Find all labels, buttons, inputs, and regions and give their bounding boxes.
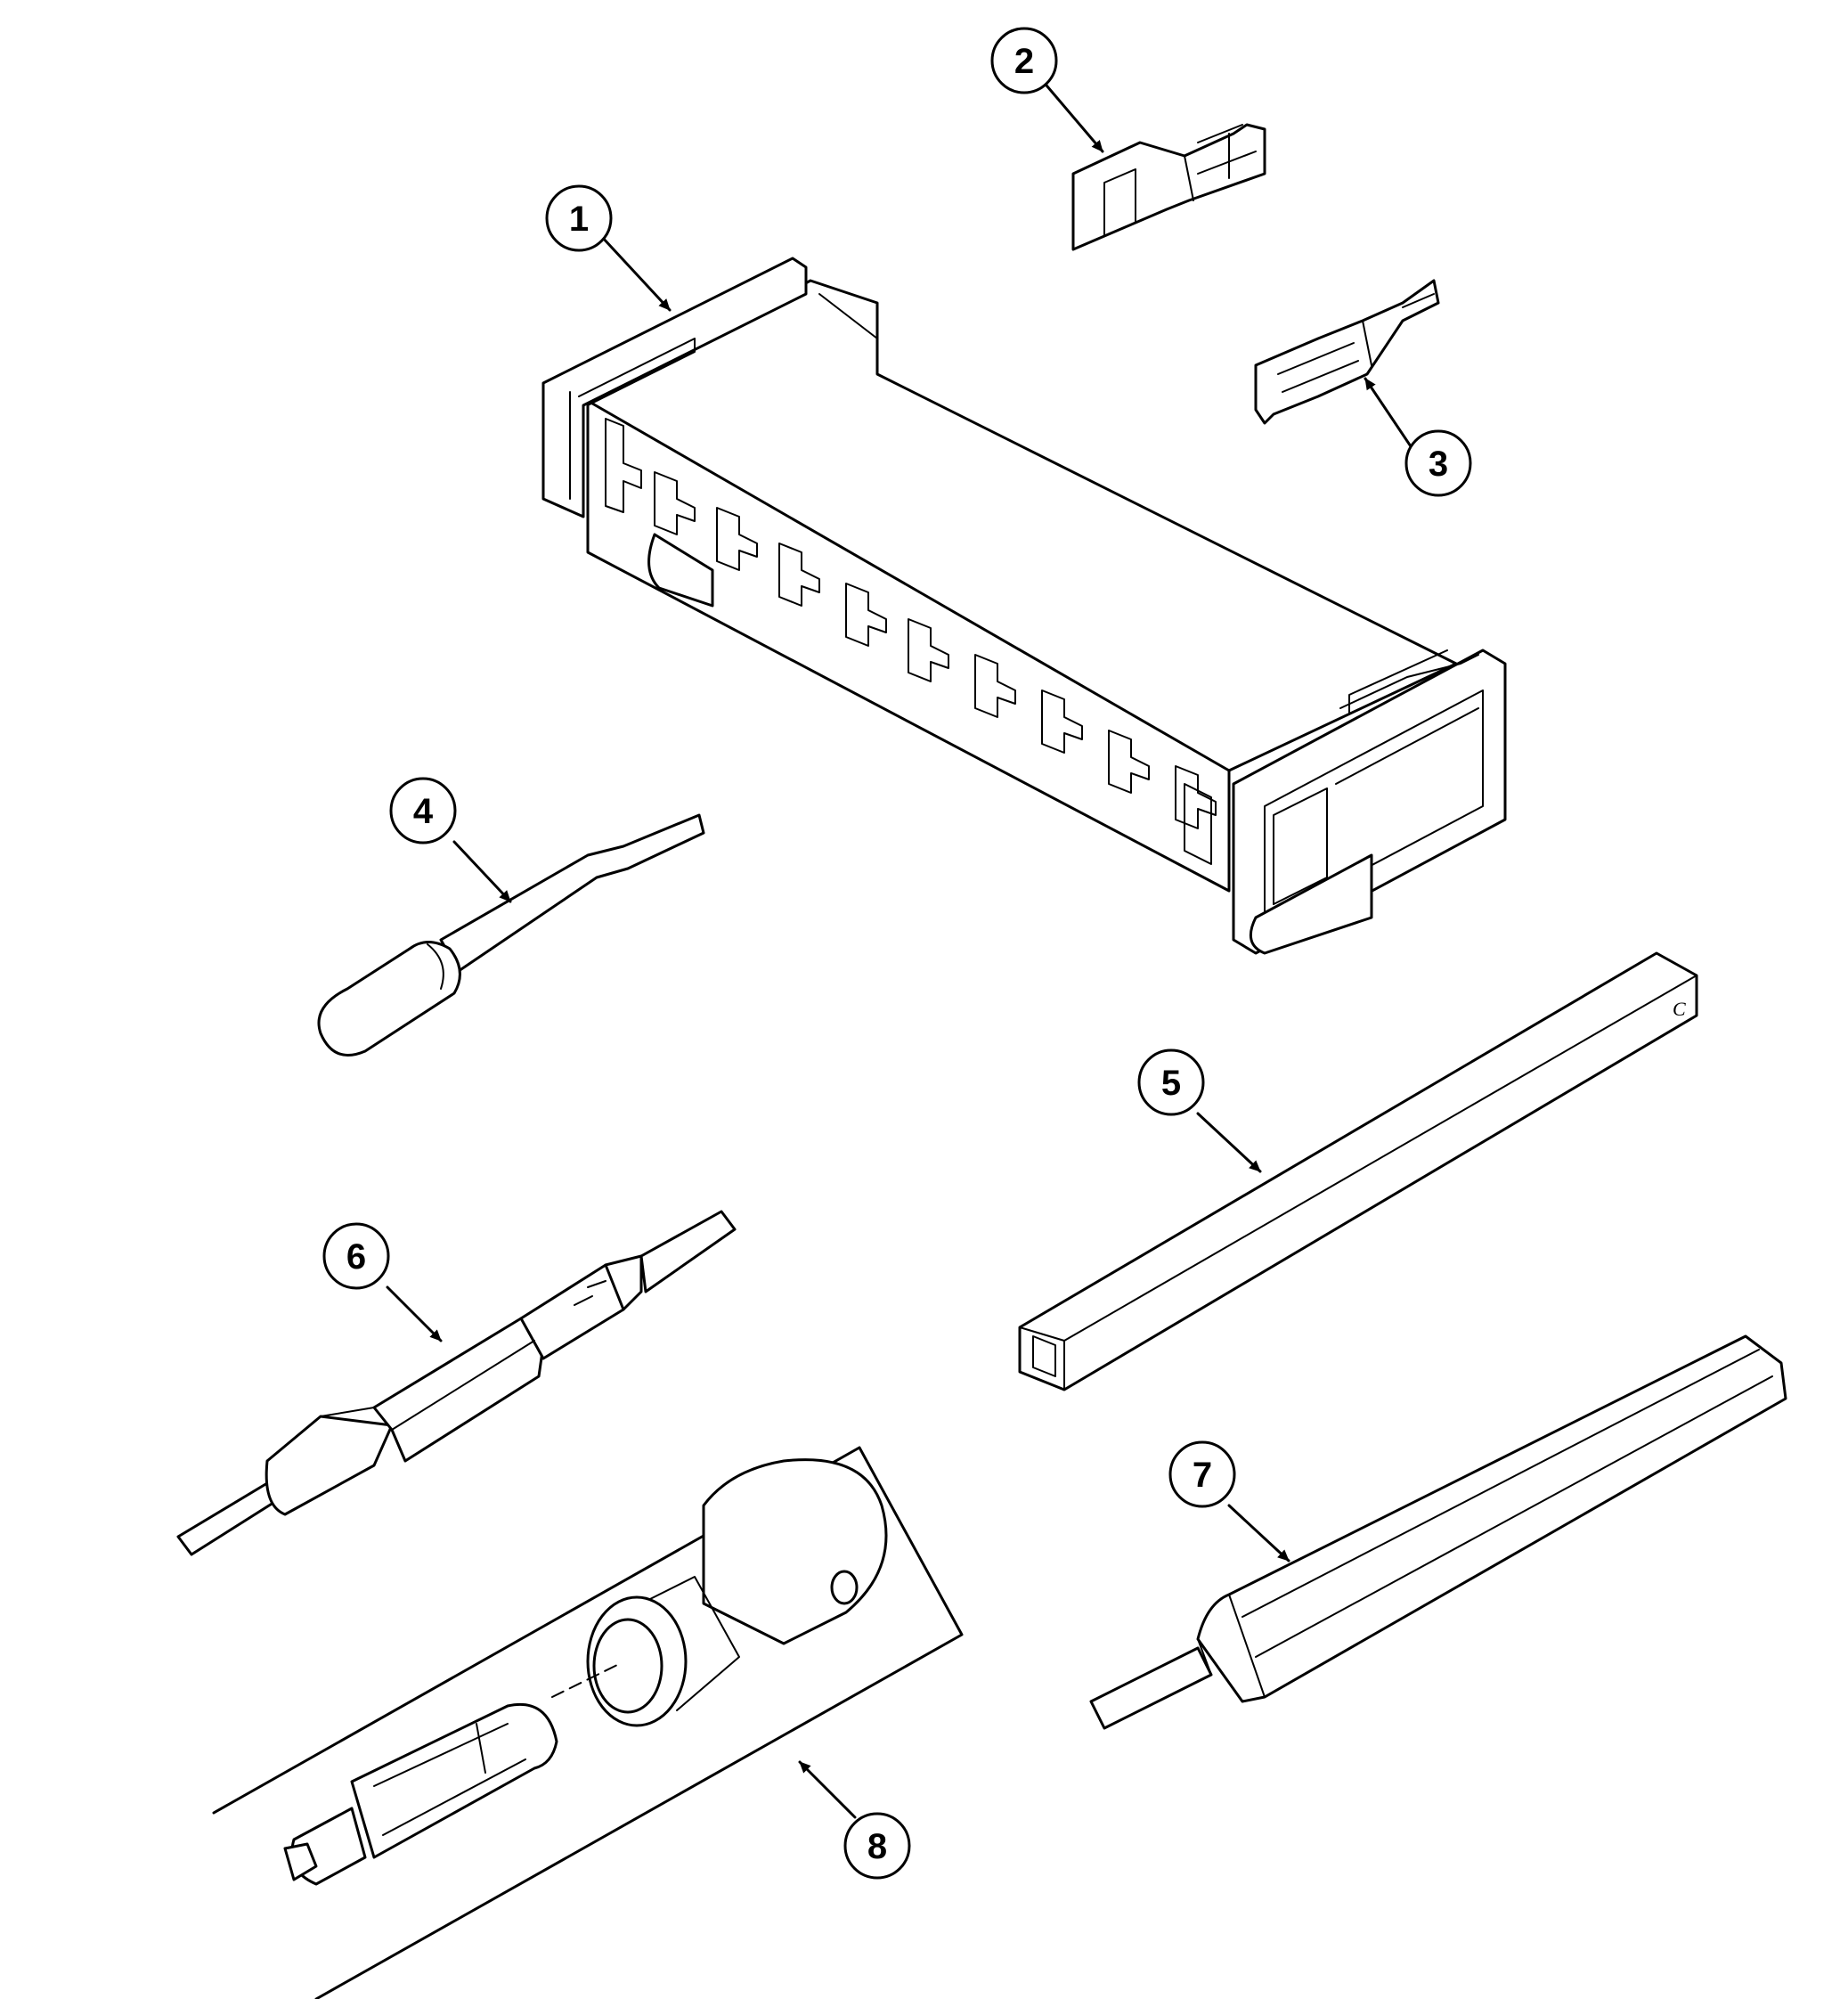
rod-end-letter: C <box>1673 998 1686 1020</box>
callout-3: 3 <box>1404 429 1472 497</box>
callout-2-label: 2 <box>1014 42 1034 81</box>
callout-6-label: 6 <box>346 1237 366 1277</box>
callout-leaders <box>386 78 1418 1819</box>
part-7-hex-tool <box>1089 1334 1787 1730</box>
callout-4-label: 4 <box>413 792 434 831</box>
callout-5-label: 5 <box>1161 1064 1181 1103</box>
callout-4: 4 <box>389 777 457 844</box>
callout-7: 7 <box>1168 1440 1236 1508</box>
callout-8-label: 8 <box>867 1827 887 1866</box>
part-5-square-rod: C <box>1018 951 1698 1391</box>
callout-3-label: 3 <box>1429 445 1448 484</box>
part-4-probe-tool <box>317 813 705 1057</box>
callout-6: 6 <box>322 1222 390 1290</box>
callout-1: 1 <box>545 184 613 252</box>
part-3-small-terminal <box>1254 279 1440 425</box>
part-8-bit-adapter-kit <box>212 1446 964 1999</box>
callout-2: 2 <box>990 27 1058 94</box>
callout-7-label: 7 <box>1193 1456 1212 1495</box>
callout-1-label: 1 <box>569 200 589 239</box>
part-1-connector-housing <box>541 257 1507 955</box>
pin-cavities <box>605 418 1217 865</box>
callout-8: 8 <box>843 1812 911 1880</box>
part-2-large-terminal <box>1071 123 1266 251</box>
callout-5: 5 <box>1137 1048 1205 1116</box>
part-6-double-ended-tool <box>176 1210 737 1556</box>
